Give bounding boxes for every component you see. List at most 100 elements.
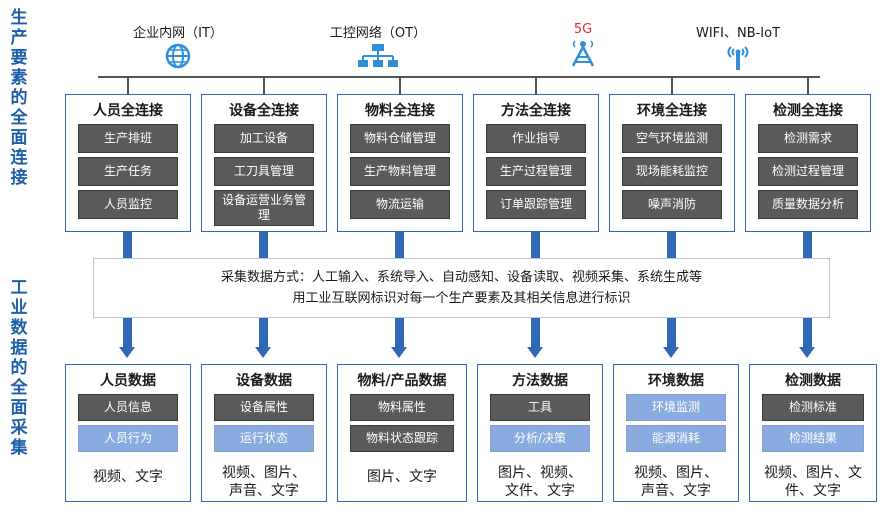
network-icon (358, 44, 398, 67)
data-block-title: 设备数据 (236, 373, 292, 389)
network-ot-label: 工控网络（OT） (329, 26, 427, 41)
connection-title: 设备全连接 (229, 103, 299, 119)
data-block-title: 方法数据 (512, 373, 568, 389)
data-block-title: 人员数据 (100, 373, 156, 389)
connection-item: 生产排班 (78, 124, 178, 153)
data-item: 检测结果 (762, 425, 864, 452)
connection-item: 人员监控 (78, 190, 178, 219)
network-5g: 5G (555, 22, 611, 67)
flow-bar (123, 318, 132, 348)
flow-bar (667, 232, 676, 258)
tower-icon (571, 40, 595, 67)
connection-item: 加工设备 (214, 124, 314, 153)
connection-title: 环境全连接 (637, 103, 707, 119)
flow-bar (123, 232, 132, 258)
network-ot: 工控网络（OT） (318, 22, 438, 69)
data-media: 图片、文字 (367, 469, 437, 485)
data-block-people: 人员数据 人员信息 人员行为 视频、文字 (65, 364, 191, 502)
connection-environment: 环境全连接 空气环境监测 现场能耗监控 噪声消防 (609, 94, 735, 232)
data-block-title: 检测数据 (785, 373, 841, 389)
bus-stub (399, 77, 401, 95)
network-it: 企业内网（IT） (118, 22, 238, 69)
data-block-title: 环境数据 (648, 373, 704, 389)
bus-stub (807, 77, 809, 95)
wifi-icon (727, 46, 749, 70)
data-item: 设备属性 (214, 394, 314, 421)
connection-people: 人员全连接 生产排班 生产任务 人员监控 (65, 94, 191, 232)
data-item: 人员行为 (78, 425, 178, 452)
connection-title: 物料全连接 (365, 103, 435, 119)
flow-bar (803, 232, 812, 258)
arrow-down-icon (527, 347, 543, 358)
bus-stub (671, 77, 673, 95)
arrow-down-icon (663, 347, 679, 358)
network-wifi-label: WIFI、NB-IoT (695, 26, 781, 41)
connection-title: 检测全连接 (773, 103, 843, 119)
connection-item: 物流运输 (350, 190, 450, 219)
side-label-connection: 生产要素的全面连接 (10, 8, 28, 188)
globe-icon (165, 43, 191, 69)
bus-stub (263, 77, 265, 95)
connection-title: 人员全连接 (93, 103, 163, 119)
data-item: 物料属性 (350, 394, 454, 421)
bus-stub (127, 77, 129, 95)
data-media: 视频、文字 (93, 469, 163, 485)
data-media: 视频、图片、声音、文字 (222, 465, 306, 499)
flow-bar (531, 232, 540, 258)
network-wifi: WIFI、NB-IoT (683, 22, 793, 71)
data-item: 工具 (490, 394, 590, 421)
data-block-title: 物料/产品数据 (357, 373, 447, 389)
connection-equipment: 设备全连接 加工设备 工刀具管理 设备运营业务管理 (201, 94, 327, 232)
data-item: 检测标准 (762, 394, 864, 421)
connection-item: 工刀具管理 (214, 157, 314, 186)
connection-item: 生产任务 (78, 157, 178, 186)
connection-item: 生产物料管理 (350, 157, 450, 186)
data-item: 环境监测 (626, 394, 726, 421)
connection-inspection: 检测全连接 检测需求 检测过程管理 质量数据分析 (745, 94, 871, 232)
collection-line-1: 采集数据方式：人工输入、系统导入、自动感知、设备读取、视频采集、系统生成等 (220, 270, 702, 285)
data-block-equipment: 设备数据 设备属性 运行状态 视频、图片、声音、文字 (201, 364, 327, 502)
data-item: 人员信息 (78, 394, 178, 421)
arrow-down-icon (799, 347, 815, 358)
arrow-down-icon (391, 347, 407, 358)
data-block-method: 方法数据 工具 分析/决策 图片、视频、文件、文字 (477, 364, 603, 502)
network-it-label: 企业内网（IT） (133, 26, 223, 41)
connection-item: 检测过程管理 (758, 157, 858, 186)
connection-item: 空气环境监测 (622, 124, 722, 153)
connection-item: 噪声消防 (622, 190, 722, 219)
arrow-down-icon (255, 347, 271, 358)
bus-stub (535, 77, 537, 95)
flow-bar (531, 318, 540, 348)
network-bus-line (98, 76, 820, 78)
data-block-material: 物料/产品数据 物料属性 物料状态跟踪 图片、文字 (337, 364, 467, 502)
flow-bar (667, 318, 676, 348)
connection-item: 订单跟踪管理 (486, 190, 586, 219)
data-media: 图片、视频、文件、文字 (498, 465, 582, 499)
data-item: 运行状态 (214, 425, 314, 452)
arrow-down-icon (119, 347, 135, 358)
network-5g-label: 5G (573, 22, 593, 37)
flow-bar (395, 232, 404, 258)
connection-method: 方法全连接 作业指导 生产过程管理 订单跟踪管理 (473, 94, 599, 232)
data-item: 能源消耗 (626, 425, 726, 452)
collection-line-2: 用工业互联网标识对每一个生产要素及其相关信息进行标识 (292, 291, 631, 306)
connection-item: 质量数据分析 (758, 190, 858, 219)
data-media: 视频、图片、文件、文字 (764, 465, 862, 499)
connection-item: 检测需求 (758, 124, 858, 153)
flow-bar (395, 318, 404, 348)
connection-title: 方法全连接 (501, 103, 571, 119)
flow-bar (259, 318, 268, 348)
side-label-collection: 工业数据的全面采集 (10, 278, 28, 458)
data-media: 视频、图片、声音、文字 (634, 465, 718, 499)
collection-method-box: 采集数据方式：人工输入、系统导入、自动感知、设备读取、视频采集、系统生成等 用工… (93, 258, 830, 318)
connection-item: 物料仓储管理 (350, 124, 450, 153)
connection-item: 生产过程管理 (486, 157, 586, 186)
connection-material: 物料全连接 物料仓储管理 生产物料管理 物流运输 (337, 94, 463, 232)
connection-item: 现场能耗监控 (622, 157, 722, 186)
data-block-inspection: 检测数据 检测标准 检测结果 视频、图片、文件、文字 (749, 364, 877, 502)
flow-bar (803, 318, 812, 348)
data-block-environment: 环境数据 环境监测 能源消耗 视频、图片、声音、文字 (613, 364, 739, 502)
connection-item: 作业指导 (486, 124, 586, 153)
data-item: 分析/决策 (490, 425, 590, 452)
flow-bar (259, 232, 268, 258)
